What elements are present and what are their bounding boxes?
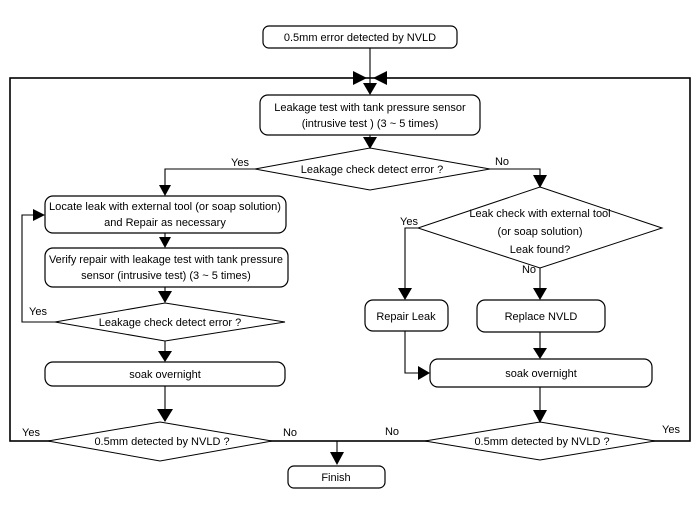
arrowhead-into-locate-left-icon xyxy=(33,209,45,221)
node-verify-repair xyxy=(44,247,289,288)
edge-label-nvld-right-no: No xyxy=(385,426,399,438)
leakage-check-1-label: Leakage check detect error ? xyxy=(301,164,443,176)
arrowhead-into-repair-leak-icon xyxy=(398,288,412,300)
flow-line-external-yes xyxy=(404,227,418,299)
nvld-check-right-label: 0.5mm detected by NVLD ? xyxy=(474,436,609,448)
flow-line-repair-to-soak xyxy=(404,331,418,374)
arrowhead-left-junction-icon xyxy=(373,71,387,85)
edge-label-external-no: No xyxy=(522,264,536,276)
external-check-line3: Leak found? xyxy=(510,244,571,256)
node-replace-nvld xyxy=(476,299,606,333)
edge-label-check1-yes: Yes xyxy=(231,157,249,169)
repair-leak-label: Repair Leak xyxy=(376,311,436,323)
external-check-line1: Leak check with external tool xyxy=(469,208,610,220)
edge-label-external-yes: Yes xyxy=(400,216,418,228)
node-finish xyxy=(287,465,386,489)
locate-leak-line2: and Repair as necessary xyxy=(104,217,226,229)
arrowhead-into-external-check-icon xyxy=(533,175,547,188)
arrowhead-into-soak-left-icon xyxy=(158,351,172,362)
verify-repair-line2: sensor (intrusive test) (3 ~ 5 times) xyxy=(81,270,251,282)
arrowhead-into-nvldcheck-left-icon xyxy=(157,409,173,422)
edge-label-nvld-right-yes: Yes xyxy=(662,424,680,436)
leakage-test-line1: Leakage test with tank pressure sensor xyxy=(274,102,466,114)
node-nvld-check-right xyxy=(424,421,656,461)
arrowhead-right-junction-icon xyxy=(353,71,367,85)
node-repair-leak xyxy=(364,299,449,332)
arrowhead-into-nvldcheck-right-icon xyxy=(533,410,547,423)
edge-label-nvld-left-yes: Yes xyxy=(22,427,40,439)
verify-repair-line1: Verify repair with leakage test with tan… xyxy=(49,254,283,266)
leakage-check-2-label: Leakage check detect error ? xyxy=(99,317,241,329)
finish-label: Finish xyxy=(321,472,350,484)
edge-label-nvld-left-no: No xyxy=(283,427,297,439)
arrowhead-into-check2-icon xyxy=(158,291,172,303)
node-leakage-check-2 xyxy=(54,302,286,342)
leakage-test-line2: (intrusive test ) (3 ~ 5 times) xyxy=(302,118,439,130)
arrowhead-into-verify-icon xyxy=(159,237,171,248)
flow-line-check1-no xyxy=(490,168,541,186)
arrowhead-into-leakage-test-icon xyxy=(363,83,377,95)
edge-label-check1-no: No xyxy=(495,156,509,168)
edge-label-check2-yes: Yes xyxy=(29,306,47,318)
nvld-check-left-label: 0.5mm detected by NVLD ? xyxy=(94,436,229,448)
arrowhead-into-soak-right-left-icon xyxy=(418,366,430,380)
arrowhead-into-replace-nvld-icon xyxy=(533,288,547,300)
replace-nvld-label: Replace NVLD xyxy=(505,311,578,323)
node-locate-leak xyxy=(44,195,287,234)
node-start xyxy=(262,25,458,49)
locate-leak-line1: Locate leak with external tool (or soap … xyxy=(49,201,281,213)
node-leakage-check-1 xyxy=(254,147,491,191)
soak-overnight-left-label: soak overnight xyxy=(129,369,201,381)
node-external-leak-check xyxy=(416,186,664,269)
arrowhead-into-locate-top-icon xyxy=(159,185,171,196)
node-nvld-check-left xyxy=(47,421,273,462)
flow-line-check2-yes-loop xyxy=(21,214,55,323)
arrowhead-into-soak-right-top-icon xyxy=(533,348,547,359)
soak-overnight-right-label: soak overnight xyxy=(505,368,577,380)
arrowhead-into-finish-icon xyxy=(330,452,344,465)
start-label: 0.5mm error detected by NVLD xyxy=(284,32,436,44)
external-check-line2: (or soap solution) xyxy=(498,226,583,238)
flow-line-check1-yes xyxy=(164,168,255,195)
arrowhead-into-check1-icon xyxy=(363,137,377,149)
